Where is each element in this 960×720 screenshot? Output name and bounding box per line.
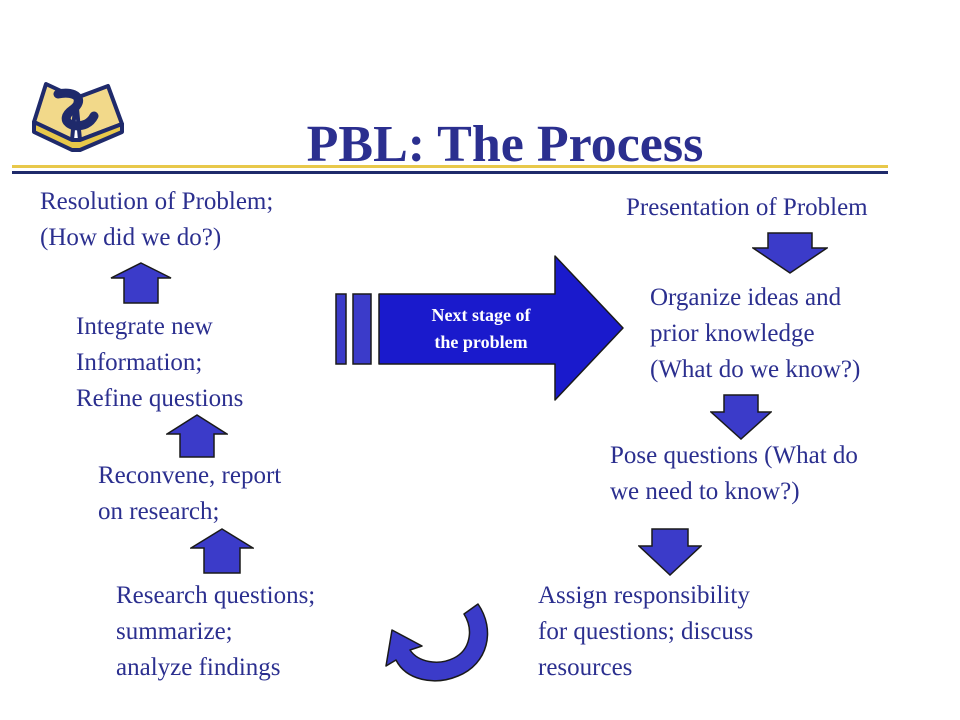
up-arrow-icon (166, 414, 228, 458)
step-integrate-new-information: Integrate new Information; Refine questi… (76, 313, 244, 412)
step-assign-responsibility: Assign responsibility for questions; dis… (538, 582, 754, 681)
title-underline-blue (12, 171, 888, 174)
next-stage-label: Next stage of the problem (431, 305, 531, 352)
slide-title: PBL: The Process (306, 115, 704, 173)
step-presentation-of-problem: Presentation of Problem (626, 194, 868, 221)
up-arrow-icon (190, 528, 254, 574)
down-arrow-icon (752, 232, 828, 274)
up-arrow-icon (110, 262, 172, 304)
step-organize-ideas: Organize ideas and prior knowledge (What… (650, 284, 861, 383)
down-arrow-icon (638, 528, 702, 576)
cycle-curved-arrow-icon (385, 603, 489, 682)
title-underline-yellow (12, 165, 888, 168)
step-pose-questions: Pose questions (What do we need to know?… (610, 442, 858, 505)
down-arrow-icon (710, 394, 772, 440)
step-resolution-of-problem: Resolution of Problem; (How did we do?) (40, 188, 274, 251)
open-book-logo-icon (32, 82, 124, 152)
step-research-questions: Research questions; summarize; analyze f… (116, 582, 316, 681)
step-reconvene-report: Reconvene, report on research; (98, 462, 282, 525)
next-stage-arrow (335, 255, 624, 401)
